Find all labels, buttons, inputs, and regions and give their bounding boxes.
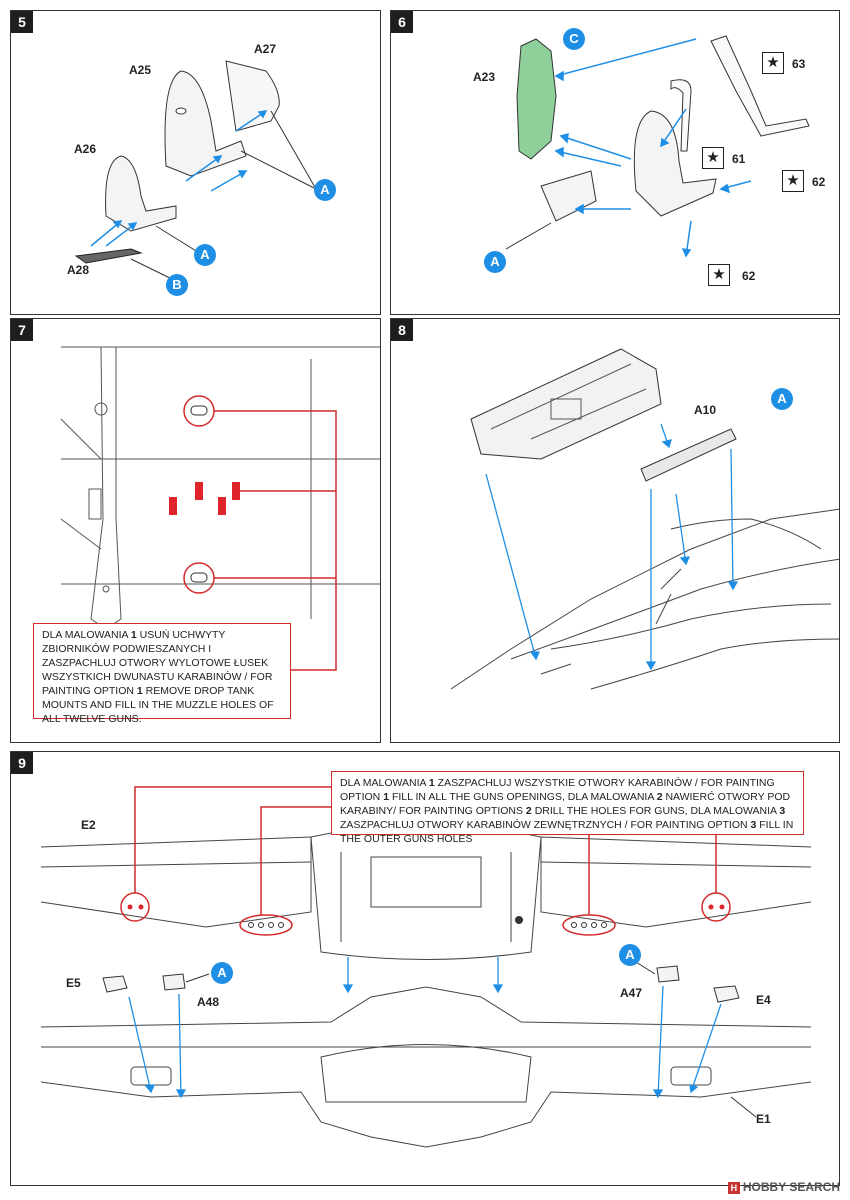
star-icon: ★ [762, 52, 784, 74]
note-number: 2 [656, 791, 663, 803]
watermark-text: HOBBY SEARCH [742, 1180, 840, 1194]
callout-b-bubble: B [166, 274, 188, 296]
note-number: 1 [136, 685, 143, 697]
part-label-a10: A10 [694, 403, 717, 417]
painting-option-note: DLA MALOWANIA 1 USUŃ UCHWYTY ZBIORNIKÓW … [33, 623, 291, 725]
step-9-drawing [40, 786, 812, 1148]
callout-a-bubble: A [314, 179, 336, 201]
note-text: DLA MALOWANIA [42, 629, 128, 641]
note-text: DRILL THE HOLES FOR GUNS, DLA MALOWANIA [534, 805, 777, 817]
star-icon: ★ [782, 170, 804, 192]
part-label-a25: A25 [129, 63, 152, 77]
note-text: NAWIERĆ OTWORY POD KARABINY/ FOR PAINTIN… [340, 791, 791, 817]
step-5-panel: 5 A25 A27 A26 A28 A A B [10, 10, 381, 315]
note-text: FILL IN ALL THE GUNS OPENINGS, DLA MALOW… [391, 791, 654, 803]
part-label-e2: E2 [81, 818, 96, 832]
note-number: 3 [779, 805, 786, 817]
part-label-e5: E5 [66, 976, 81, 990]
note-text: ZASZPACHLUJ WSZYSTKIE OTWORY KARABINÓW /… [340, 777, 775, 803]
step-number: 8 [391, 319, 413, 341]
note-text: USUŃ UCHWYTY ZBIORNIKÓW PODWIESZANYCH I … [42, 629, 273, 697]
note-number: 3 [750, 819, 757, 831]
part-label-a48: A48 [197, 995, 220, 1009]
part-label-a47: A47 [620, 986, 643, 1000]
step-8-drawing [450, 348, 839, 690]
star-icon: ★ [702, 147, 724, 169]
painting-options-note: DLA MALOWANIA 1 ZASZPACHLUJ WSZYSTKIE OT… [331, 771, 804, 845]
step-number: 6 [391, 11, 413, 33]
part-label-a26: A26 [74, 142, 97, 156]
note-text: REMOVE DROP TANK MOUNTS AND FILL IN THE … [42, 685, 274, 725]
part-label-a27: A27 [254, 42, 277, 56]
callout-a-bubble: A [211, 962, 233, 984]
note-number: 1 [130, 629, 137, 641]
step-7-panel: 7 DL [10, 318, 381, 743]
callout-a-bubble: A [619, 944, 641, 966]
callout-a-bubble: A [194, 244, 216, 266]
step-number: 5 [11, 11, 33, 33]
hobby-search-logo-icon: H [727, 1181, 740, 1194]
step-5-drawing [74, 60, 317, 282]
part-label-e4: E4 [756, 993, 771, 1007]
note-text: DLA MALOWANIA [340, 777, 426, 789]
callout-a-bubble: A [771, 388, 793, 410]
step-8-panel: 8 A10 A [390, 318, 840, 743]
step-number: 9 [11, 752, 33, 774]
step-6-drawing [505, 35, 810, 258]
step-9-panel: 9 [10, 751, 840, 1186]
note-number: 1 [428, 777, 435, 789]
part-label-e1: E1 [756, 1112, 771, 1126]
callout-a-bubble: A [484, 251, 506, 273]
part-label-61: 61 [732, 152, 746, 166]
part-label-62: 62 [742, 269, 756, 283]
step-6-panel: 6 A23 C A ★ 63 ★ 61 ★ 62 ★ 62 [390, 10, 840, 315]
note-text: ZASZPACHLUJ OTWORY KARABINÓW ZEWNĘTRZNYC… [340, 819, 748, 831]
step-number: 7 [11, 319, 33, 341]
part-label-62: 62 [812, 175, 826, 189]
part-label-a28: A28 [67, 263, 90, 277]
star-icon: ★ [708, 264, 730, 286]
note-number: 2 [525, 805, 532, 817]
part-label-63: 63 [792, 57, 806, 71]
note-number: 1 [383, 791, 390, 803]
callout-c-bubble: C [563, 28, 585, 50]
note-text: FILL IN THE OUTER GUNS HOLES [340, 819, 794, 845]
part-label-a23: A23 [473, 70, 496, 84]
